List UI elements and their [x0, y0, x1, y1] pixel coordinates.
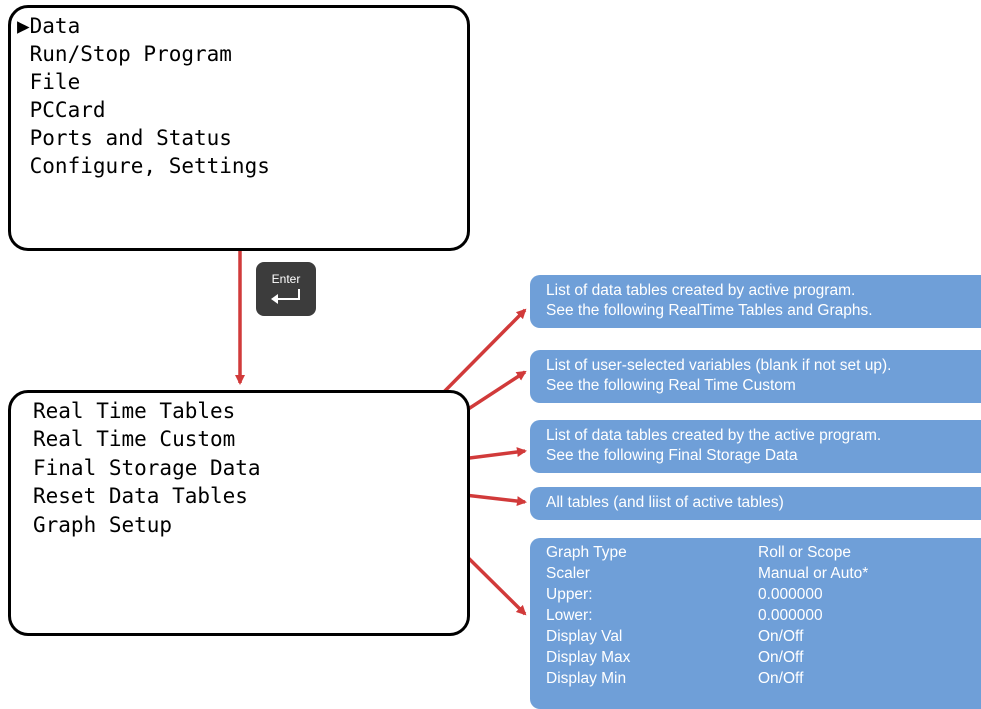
description-line: List of user-selected variables (blank i…	[546, 357, 892, 374]
graph-setting-row: Graph Type Roll or Scope	[546, 542, 981, 563]
menu-item-pccard[interactable]: PCCard	[17, 98, 106, 122]
menu-item-configure-settings[interactable]: Configure, Settings	[17, 154, 270, 178]
graph-setting-row: Display Val On/Off	[546, 626, 981, 647]
graph-setting-name: Scaler	[546, 565, 590, 582]
enter-return-icon	[271, 289, 300, 304]
description-final-storage: List of data tables created by the activ…	[530, 420, 981, 473]
description-line: All tables (and liist of active tables)	[546, 494, 784, 511]
description-line: See the following Final Storage Data	[546, 447, 798, 464]
menu-item-graph-setup[interactable]: Graph Setup	[33, 513, 173, 537]
graph-setting-name: Display Min	[546, 670, 627, 687]
description-line: List of data tables created by the activ…	[546, 427, 882, 444]
graph-setting-name: Upper:	[546, 586, 593, 603]
graph-setting-name: Graph Type	[546, 544, 627, 561]
graph-setting-row: Display Min On/Off	[546, 668, 981, 689]
graph-setting-row: Scaler Manual or Auto*	[546, 563, 981, 584]
graph-setting-row: Upper: 0.000000	[546, 584, 981, 605]
description-line: See the following RealTime Tables and Gr…	[546, 302, 873, 319]
menu-item-ports-and-status[interactable]: Ports and Status	[17, 126, 232, 150]
description-reset-tables: All tables (and liist of active tables)	[530, 487, 981, 520]
graph-setting-value: Manual or Auto*	[758, 565, 869, 582]
menu-item-real-time-tables[interactable]: Real Time Tables	[33, 399, 236, 423]
menu-item-real-time-custom[interactable]: Real Time Custom	[33, 427, 236, 451]
graph-setting-name: Display Val	[546, 628, 623, 645]
enter-key-label: Enter	[271, 272, 301, 286]
graph-setting-value: On/Off	[758, 670, 804, 687]
graph-setting-value: 0.000000	[758, 607, 823, 624]
graph-setting-row: Lower: 0.000000	[546, 605, 981, 626]
description-line: List of data tables created by active pr…	[546, 282, 856, 299]
menu-item-file[interactable]: File	[17, 70, 81, 94]
main-menu-screen: ▶Data Run/Stop Program File PCCard Ports…	[8, 5, 470, 251]
enter-key[interactable]: Enter	[256, 262, 316, 316]
description-realtime-custom: List of user-selected variables (blank i…	[530, 350, 981, 403]
menu-item-final-storage-data[interactable]: Final Storage Data	[33, 456, 261, 480]
graph-setting-value: On/Off	[758, 628, 804, 645]
menu-item-reset-data-tables[interactable]: Reset Data Tables	[33, 484, 248, 508]
data-menu-screen: Real Time Tables Real Time Custom Final …	[8, 390, 470, 636]
description-line: See the following Real Time Custom	[546, 377, 796, 394]
graph-setting-name: Lower:	[546, 607, 593, 624]
graph-setting-name: Display Max	[546, 649, 631, 666]
menu-item-data[interactable]: ▶Data	[17, 14, 81, 38]
graph-setting-value: On/Off	[758, 649, 804, 666]
graph-setting-value: 0.000000	[758, 586, 823, 603]
graph-setting-value: Roll or Scope	[758, 544, 852, 561]
description-graph-setup: Graph Type Roll or Scope Scaler Manual o…	[530, 538, 981, 709]
graph-setting-row: Display Max On/Off	[546, 647, 981, 668]
menu-item-run-stop-program[interactable]: Run/Stop Program	[17, 42, 232, 66]
description-realtime-tables: List of data tables created by active pr…	[530, 275, 981, 328]
